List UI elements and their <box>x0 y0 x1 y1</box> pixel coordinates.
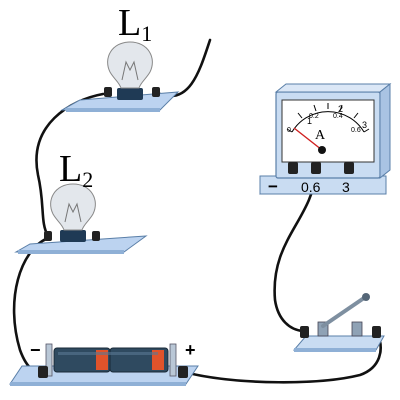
lamp-l2 <box>14 183 148 254</box>
battery <box>9 343 199 386</box>
ammeter-unit-label: A <box>315 128 326 143</box>
scale-upper-2: 2 <box>338 104 344 114</box>
lamp-l1-label: L1 <box>118 2 153 46</box>
battery-positive-label: + <box>185 340 196 360</box>
lamp-l1-socket <box>117 88 143 100</box>
switch[interactable] <box>292 293 385 352</box>
ammeter-negative-terminal-label: − <box>268 177 278 196</box>
lamp-l2-socket <box>60 230 86 242</box>
bulb-icon <box>50 183 96 231</box>
ammeter-0.6-terminal-label: 0.6 <box>301 179 321 195</box>
ammeter-3-terminal-label: 3 <box>342 179 350 195</box>
scale-upper-1: 1 <box>307 116 313 126</box>
ammeter <box>259 82 392 195</box>
lamp-l1 <box>60 41 180 112</box>
switch-lever[interactable] <box>321 296 366 328</box>
wire-battery-to-switch <box>186 330 382 384</box>
scale-lower-0.2: 0.2 <box>309 113 319 120</box>
wire-ammeter-to-switch <box>273 170 318 333</box>
wire-l1-to-ammeter <box>158 38 212 98</box>
battery-negative-label: − <box>30 340 41 360</box>
ammeter-needle <box>293 127 323 151</box>
ammeter-pivot <box>318 146 326 154</box>
scale-upper-3: 3 <box>362 120 368 130</box>
bulb-icon <box>107 41 153 89</box>
scale-lower-0: 0 <box>287 127 291 134</box>
scale-lower-0.4: 0.4 <box>333 113 343 120</box>
scale-lower-0.6: 0.6 <box>351 127 361 134</box>
lamp-l2-label: L2 <box>59 148 94 192</box>
